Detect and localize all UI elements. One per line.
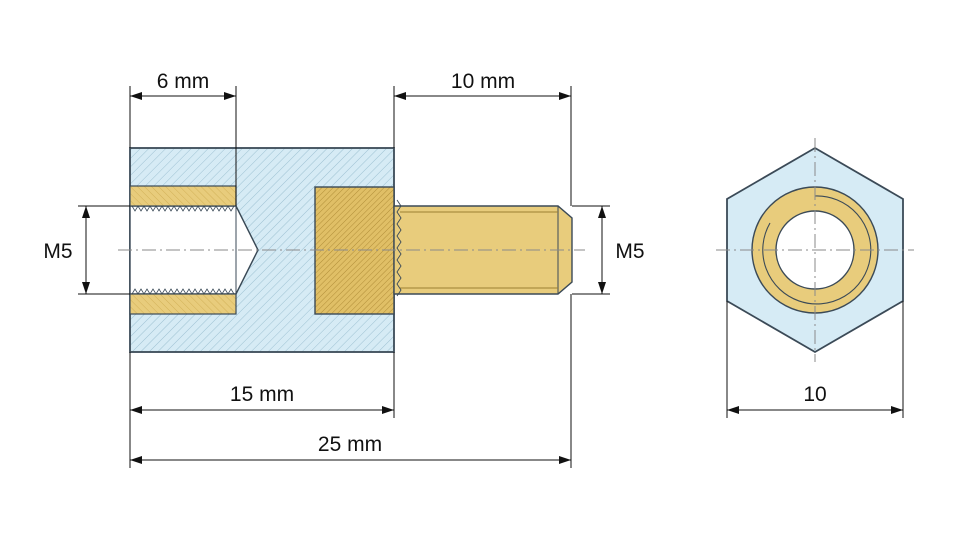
label-total-length: 25 mm [318, 433, 382, 456]
label-thread-left: M5 [43, 240, 72, 263]
thread-teeth [131, 205, 235, 295]
label-hole-depth: 6 mm [157, 70, 210, 93]
label-stud-length: 10 mm [451, 70, 515, 93]
label-thread-right: M5 [615, 240, 644, 263]
dimensions [78, 86, 904, 468]
label-hex-width: 10 [803, 383, 826, 406]
label-body-length: 15 mm [230, 383, 294, 406]
internal-thread-top [129, 185, 237, 207]
end-view [716, 138, 914, 362]
internal-thread-bottom [129, 293, 237, 315]
side-section-view [118, 147, 585, 353]
